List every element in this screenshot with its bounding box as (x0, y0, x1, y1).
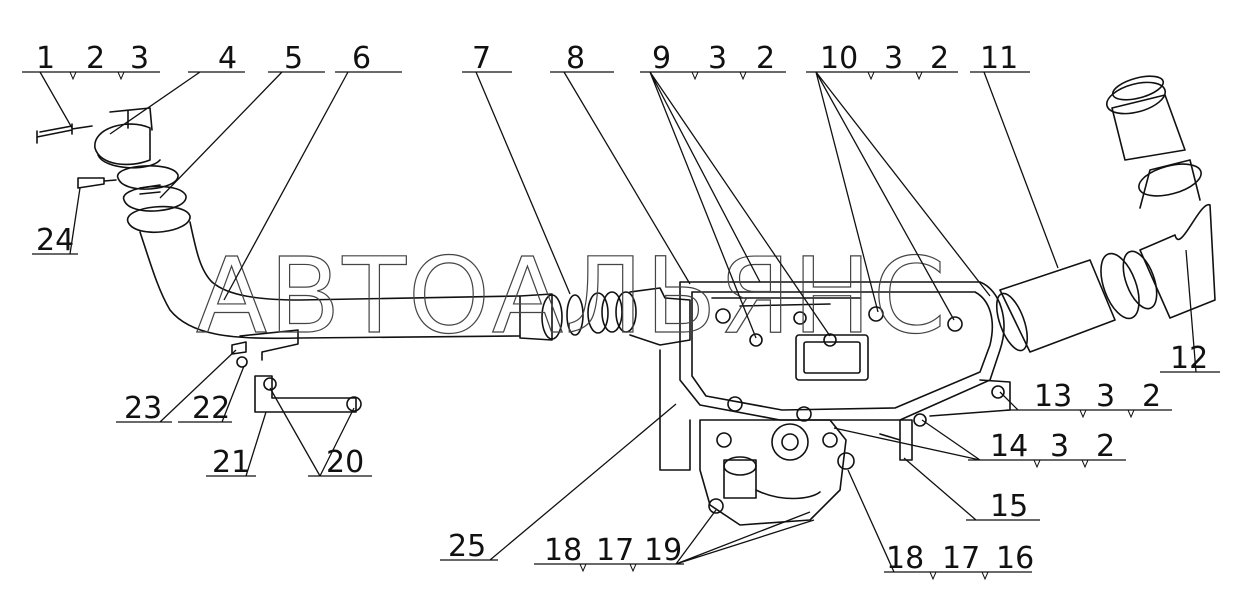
callout-1-sub-2: 2 (86, 41, 105, 76)
callout-13-sub-3: 3 (1096, 379, 1115, 414)
callout-10-sub-3: 3 (884, 41, 903, 76)
callout-9-sub-2: 2 (756, 41, 775, 76)
callout-23: 23 (124, 391, 162, 426)
callout-10-sub-2: 2 (930, 41, 949, 76)
callout-14: 14 (990, 429, 1028, 464)
callout-19-group-17: 17 (596, 533, 634, 568)
watermark-text: АВТОАЛЬЯНС (196, 235, 948, 357)
callout-16: 16 (996, 541, 1034, 576)
callout-8: 8 (566, 41, 585, 76)
callout-1-sub-3: 3 (130, 41, 149, 76)
callout-22: 22 (192, 391, 230, 426)
center-connector (519, 287, 691, 346)
callout-4: 4 (218, 41, 237, 76)
callout-21: 21 (212, 445, 250, 480)
callout-19: 19 (644, 533, 682, 568)
callout-9-sub-3: 3 (708, 41, 727, 76)
callout-9: 9 (652, 41, 671, 76)
callout-14-sub-2: 2 (1096, 429, 1115, 464)
callout-16-group-18: 18 (886, 541, 924, 576)
leader-lines (22, 71, 1220, 573)
callout-12: 12 (1170, 341, 1208, 376)
callout-16-group-17: 17 (942, 541, 980, 576)
callout-11: 11 (980, 41, 1018, 76)
callout-19-group-18: 18 (544, 533, 582, 568)
callout-10: 10 (820, 41, 858, 76)
group-ticks (69, 71, 1135, 581)
callout-5: 5 (284, 41, 303, 76)
callout-13-sub-2: 2 (1142, 379, 1161, 414)
callout-6: 6 (352, 41, 371, 76)
callout-15: 15 (990, 489, 1028, 524)
callout-20: 20 (326, 445, 364, 480)
callout-13: 13 (1034, 379, 1072, 414)
callout-14-sub-3: 3 (1050, 429, 1069, 464)
callout-25: 25 (448, 529, 486, 564)
left-hose-assembly (36, 107, 521, 413)
callout-24: 24 (36, 223, 74, 258)
callout-7: 7 (472, 41, 491, 76)
right-hose-assembly (995, 75, 1216, 353)
cooler-housing (659, 281, 1011, 526)
callout-labels: 1 2 3 4 5 6 7 8 9 3 2 10 3 2 11 12 13 3 … (36, 41, 1208, 576)
callout-1: 1 (36, 41, 55, 76)
